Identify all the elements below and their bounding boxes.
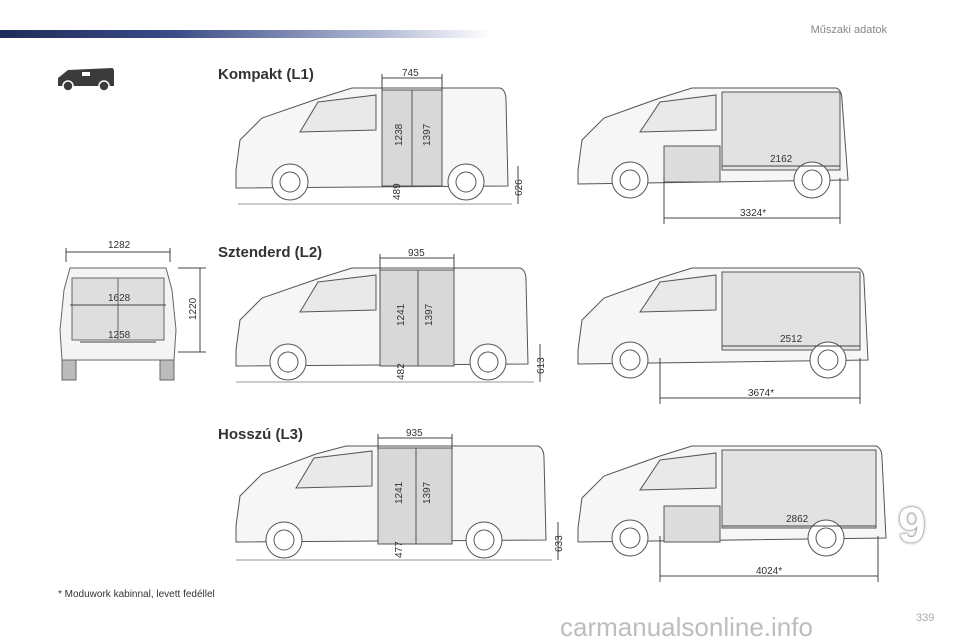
watermark: carmanualsonline.info [560, 612, 813, 642]
l3-door-width: 935 [406, 428, 423, 439]
rear-top-width: 1282 [108, 240, 131, 251]
rear-view-diagram [59, 248, 206, 381]
l1-load-view [577, 87, 849, 224]
l2-floor-height: 613 [536, 357, 547, 374]
van-icon [58, 68, 114, 92]
heading-hosszu: Hosszú (L3) [218, 426, 304, 443]
l2-total-height: 1397 [424, 303, 435, 326]
l3-total-height: 1397 [422, 481, 433, 504]
l2-load-length: 2512 [780, 334, 803, 345]
l3-load-view [577, 445, 887, 582]
l2-total-length: 3674* [748, 388, 774, 399]
l1-floor-height: 626 [514, 179, 525, 196]
rear-height: 1220 [188, 297, 199, 320]
l2-side-view [235, 254, 541, 383]
section-title: Műszaki adatok [810, 24, 887, 36]
l3-total-length: 4024* [756, 566, 782, 577]
chapter-number: 9 [898, 497, 926, 553]
rear-wheelarch-width: 1628 [108, 293, 131, 304]
l2-door-width: 935 [408, 248, 425, 259]
l3-step-height: 477 [394, 541, 405, 558]
rear-bottom-width: 1258 [108, 330, 131, 341]
l1-door-height: 1238 [394, 123, 405, 146]
l3-load-length: 2862 [786, 514, 809, 525]
l3-floor-height: 633 [554, 535, 565, 552]
l3-door-height: 1241 [394, 481, 405, 504]
heading-sztenderd: Sztenderd (L2) [218, 244, 323, 261]
l3-side-view [235, 434, 559, 561]
l1-load-length: 2162 [770, 154, 793, 165]
footnote: * Moduwork kabinnal, levett fedéllel [58, 589, 215, 600]
l2-load-view [577, 267, 869, 404]
l2-door-height: 1241 [396, 303, 407, 326]
l1-total-length: 3324* [740, 208, 766, 219]
heading-kompakt: Kompakt (L1) [218, 66, 314, 83]
l1-door-width: 745 [402, 68, 419, 79]
l2-step-height: 482 [396, 363, 407, 380]
l1-side-view [235, 74, 519, 205]
l1-step-height: 489 [392, 183, 403, 200]
header-bar [0, 30, 490, 38]
l1-total-height: 1397 [422, 123, 433, 146]
page-number: 339 [916, 612, 935, 624]
